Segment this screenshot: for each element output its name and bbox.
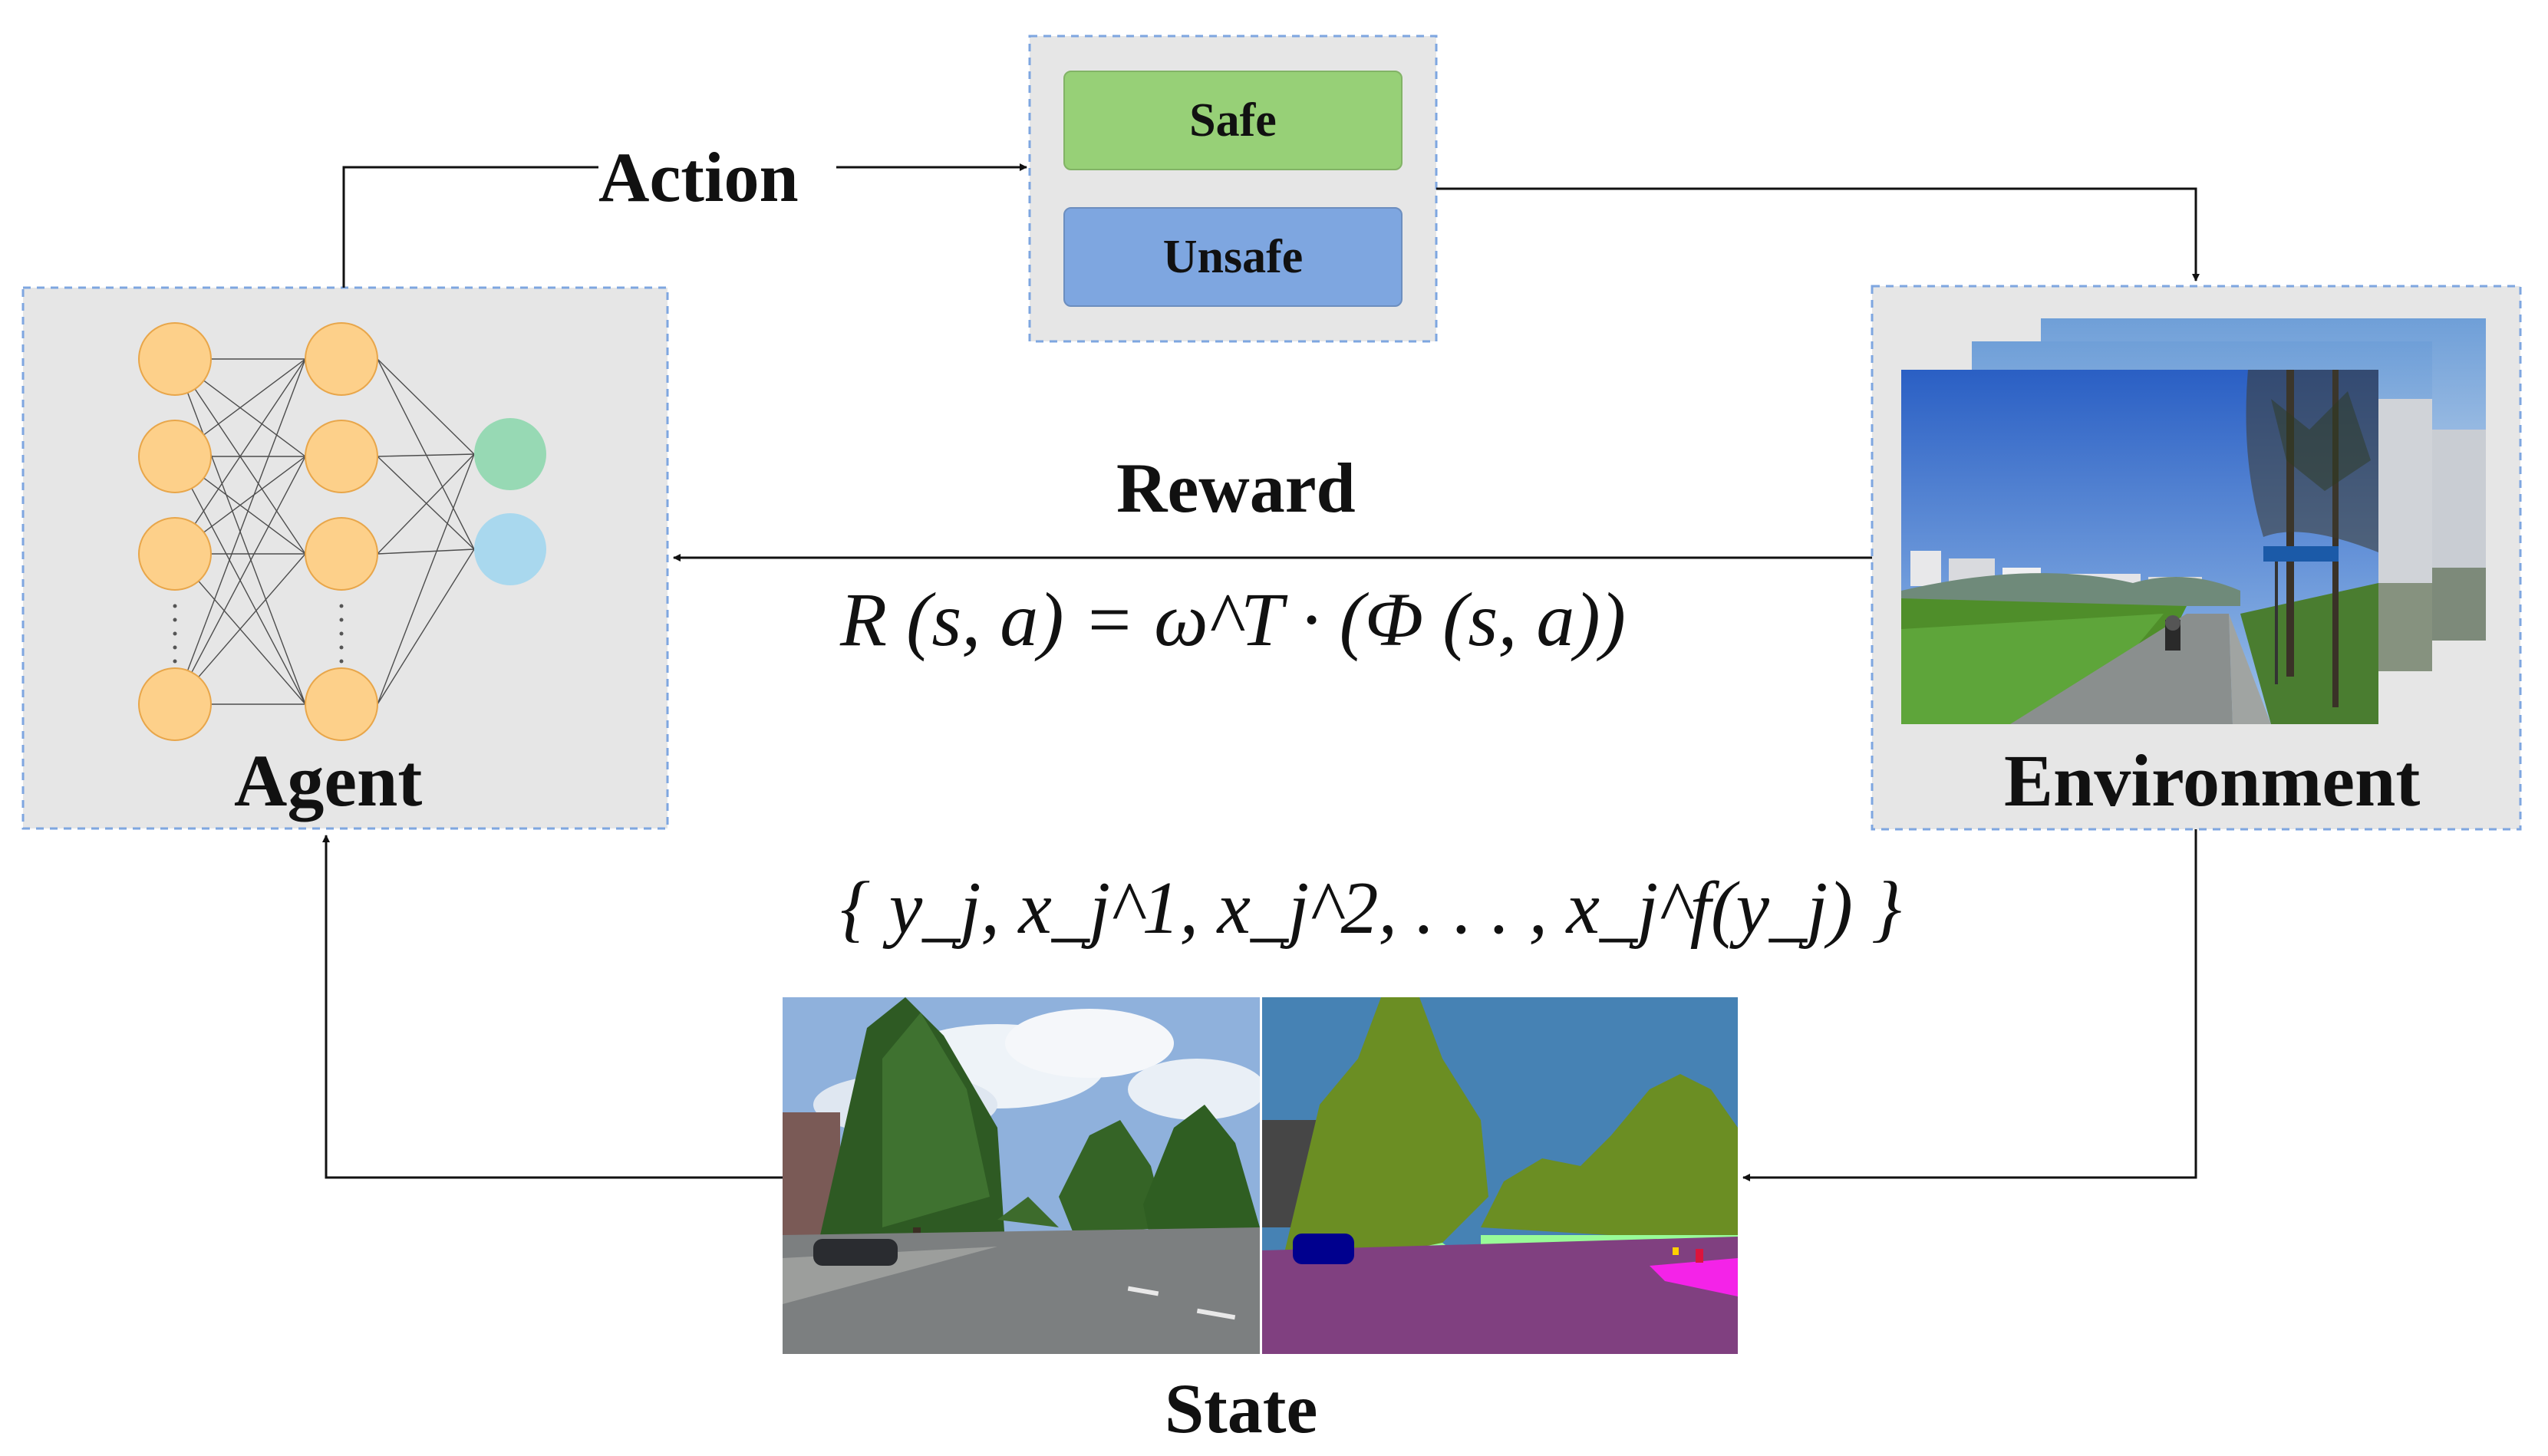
action-to-environment-arrow <box>1436 187 2200 282</box>
neuron-layer-input <box>138 322 212 741</box>
neuron-layer-output <box>474 418 546 585</box>
action-label: Action <box>598 138 799 216</box>
reward-formula: R (s, a) = ω^T · (Φ (s, a)) <box>840 581 1626 658</box>
state-label: State <box>1165 1369 1318 1448</box>
state-formula: { y_j, x_j^1, x_j^2, . . . , x_j^f(y_j) … <box>840 871 1902 946</box>
environment-label: Environment <box>2004 740 2421 822</box>
neuron-layer-hidden <box>305 322 378 741</box>
state-photo <box>783 997 1260 1354</box>
action-arrow <box>342 163 1027 288</box>
environment-to-state-arrow <box>1742 829 2197 1181</box>
state-segmentation-map <box>1262 997 1738 1354</box>
state-to-agent-arrow <box>322 835 783 1179</box>
neuron-ellipsis <box>173 604 344 664</box>
reward-label: Reward <box>1116 449 1356 527</box>
agent-label: Agent <box>234 740 423 822</box>
safe-option: Safe <box>1063 71 1403 170</box>
reward-formula-text: R (s, a) = ω^T · (Φ (s, a)) <box>840 577 1626 662</box>
state-formula-text: { y_j, x_j^1, x_j^2, . . . , x_j^f(y_j) … <box>840 867 1902 950</box>
unsafe-option: Unsafe <box>1063 207 1403 307</box>
environment-photo-stack <box>1901 318 2486 724</box>
